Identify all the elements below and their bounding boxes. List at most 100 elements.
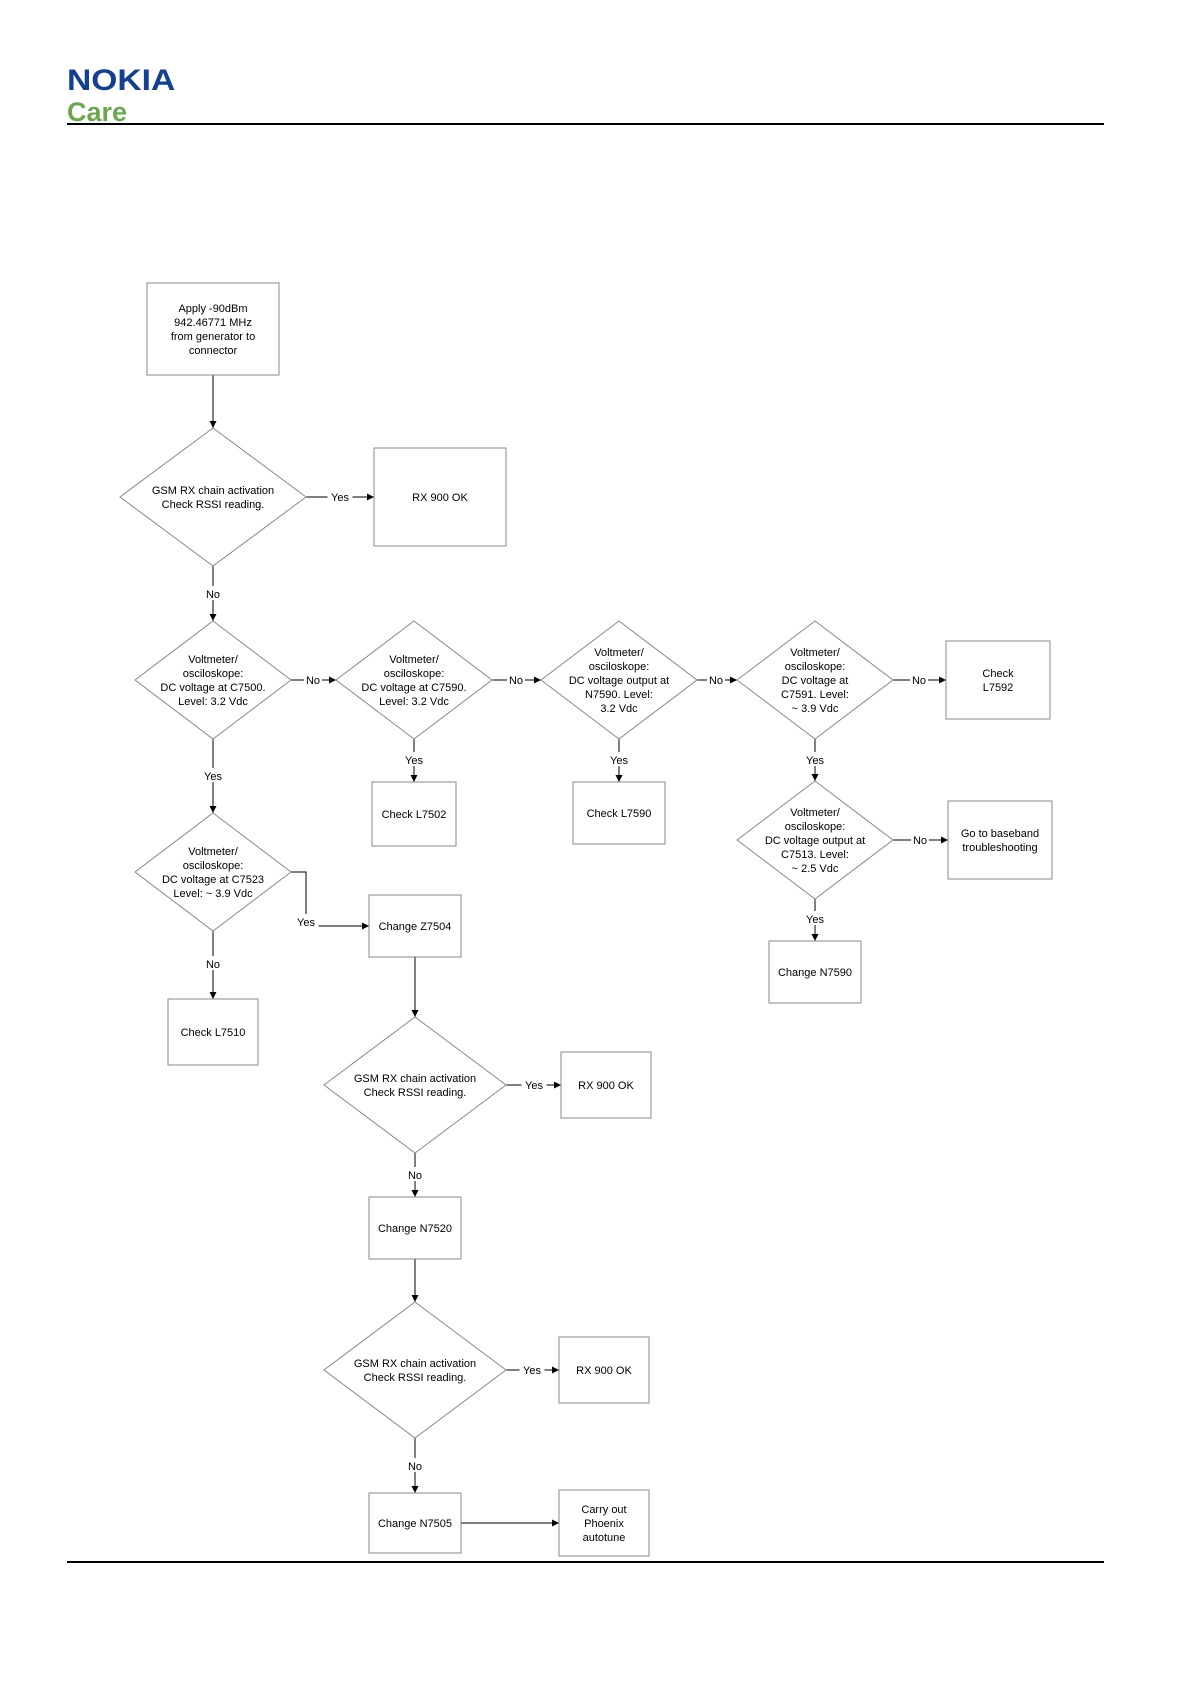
decision-diamond	[134, 812, 292, 932]
node-text-line: from generator to	[171, 331, 255, 343]
edge-c7523-z7504: Yes	[291, 871, 369, 930]
process-box	[947, 800, 1053, 880]
node-ok3: RX 900 OK	[558, 1336, 650, 1404]
process-box	[167, 998, 259, 1066]
decision-diamond	[323, 1301, 507, 1439]
node-c7523: Voltmeter/osciloskope:DC voltage at C752…	[134, 812, 292, 932]
node-text-line: DC voltage output at	[569, 675, 669, 687]
node-c7591: Voltmeter/osciloskope:DC voltage atC7591…	[736, 620, 894, 740]
node-cn7590: Change N7590	[768, 940, 862, 1004]
node-text-line: Change N7590	[778, 967, 852, 979]
edge-label-no: No	[306, 675, 320, 687]
node-text-line: L7592	[983, 682, 1014, 694]
process-box	[768, 940, 862, 1004]
node-text-line: Voltmeter/	[790, 647, 840, 659]
edge-label-bg	[606, 752, 632, 766]
node-text-line: C7513. Level:	[781, 849, 849, 861]
process-box	[373, 447, 507, 547]
edge-label-bg	[519, 1362, 545, 1376]
process-box	[368, 1492, 462, 1554]
node-text-line: Change Z7504	[379, 921, 452, 933]
edge-c7591-l7592: No	[893, 672, 946, 687]
node-text-line: osciloskope:	[183, 668, 244, 680]
edge-label-bg	[327, 489, 353, 503]
node-c7500: Voltmeter/osciloskope:DC voltage at C750…	[134, 620, 292, 740]
edge-c7590-n7590v: No	[492, 672, 541, 687]
edge-label-no: No	[912, 675, 926, 687]
edge-label-bg	[293, 914, 319, 928]
node-text-line: osciloskope:	[589, 661, 650, 673]
edge-check2-ok2: Yes	[506, 1077, 561, 1092]
edge-label-no: No	[408, 1170, 422, 1182]
edge-c7500-c7523: Yes	[200, 739, 226, 813]
node-text-line: Level: ~ 3.9 Vdc	[173, 888, 253, 900]
footer-rule	[67, 1561, 1104, 1563]
node-text-line: Voltmeter/	[389, 654, 439, 666]
node-l7510: Check L7510	[167, 998, 259, 1066]
edge-label-bg	[406, 1167, 424, 1181]
process-box	[558, 1489, 650, 1557]
node-text-line: Go to baseband	[961, 828, 1039, 840]
process-box	[945, 640, 1051, 720]
process-box	[368, 1196, 462, 1260]
node-text-line: Voltmeter/	[790, 807, 840, 819]
node-text-line: RX 900 OK	[576, 1365, 632, 1377]
edge-label-no: No	[206, 959, 220, 971]
node-text-line: DC voltage at C7590.	[361, 682, 466, 694]
node-n7590v: Voltmeter/osciloskope: DC voltage output …	[540, 620, 698, 740]
node-text-line: troubleshooting	[962, 842, 1037, 854]
node-text-line: RX 900 OK	[578, 1080, 634, 1092]
process-box	[558, 1336, 650, 1404]
edge-c7591-c7513: Yes	[802, 739, 828, 781]
node-text-line: Voltmeter/	[594, 647, 644, 659]
logo-brand-name: NOKIA	[67, 64, 176, 97]
node-text-line: DC voltage at C7500.	[160, 682, 265, 694]
node-text-line: GSM RX chain activation	[354, 1073, 476, 1085]
decision-diamond	[119, 427, 307, 567]
edge-c7590-l7502: Yes	[401, 739, 427, 782]
edge-n7590v-c7591: No	[697, 672, 737, 687]
node-text-line: ~ 3.9 Vdc	[792, 703, 839, 715]
node-text-line: RX 900 OK	[412, 492, 468, 504]
edge-line-c7523-z7504	[291, 871, 369, 930]
node-text-line: C7591. Level:	[781, 689, 849, 701]
node-text-line: DC voltage at C7523	[162, 874, 264, 886]
edge-label-no: No	[709, 675, 723, 687]
edge-n7590v-l7590: Yes	[606, 739, 632, 782]
edge-c7513-cn7590: Yes	[802, 899, 828, 941]
edge-label-bg	[304, 672, 322, 686]
node-z7504: Change Z7504	[368, 894, 462, 958]
node-text-line: Check L7590	[587, 808, 652, 820]
edge-label-yes: Yes	[204, 771, 222, 783]
node-ok2: RX 900 OK	[560, 1051, 652, 1119]
node-text-line: 3.2 Vdc	[600, 703, 638, 715]
edge-check2-n7520: No	[406, 1153, 424, 1197]
decision-diamond	[134, 620, 292, 740]
edge-label-no: No	[913, 835, 927, 847]
node-text-line: Change N7505	[378, 1518, 452, 1530]
edge-label-bg	[707, 672, 725, 686]
edge-check3-ok3: Yes	[506, 1362, 559, 1377]
node-text-line: Check L7502	[382, 809, 447, 821]
edge-label-yes: Yes	[525, 1080, 543, 1092]
node-c7513: Voltmeter/osciloskope:DC voltage output …	[736, 780, 894, 900]
node-c7590: Voltmeter/osciloskope:DC voltage at C759…	[335, 620, 493, 740]
node-text-line: Check RSSI reading.	[364, 1372, 467, 1384]
process-box	[371, 781, 457, 847]
edge-label-bg	[401, 752, 427, 766]
node-text-line: Check L7510	[181, 1027, 246, 1039]
edge-label-bg	[802, 752, 828, 766]
nokia-care-logo: NOKIA Care	[67, 66, 207, 127]
edge-label-bg	[507, 672, 525, 686]
edge-check1-ok1: Yes	[306, 489, 374, 504]
decision-diamond	[736, 620, 894, 740]
edge-label-bg	[204, 586, 222, 600]
edge-label-yes: Yes	[297, 917, 315, 929]
decision-diamond	[540, 620, 698, 740]
node-baseband: Go to baseband troubleshooting	[947, 800, 1053, 880]
